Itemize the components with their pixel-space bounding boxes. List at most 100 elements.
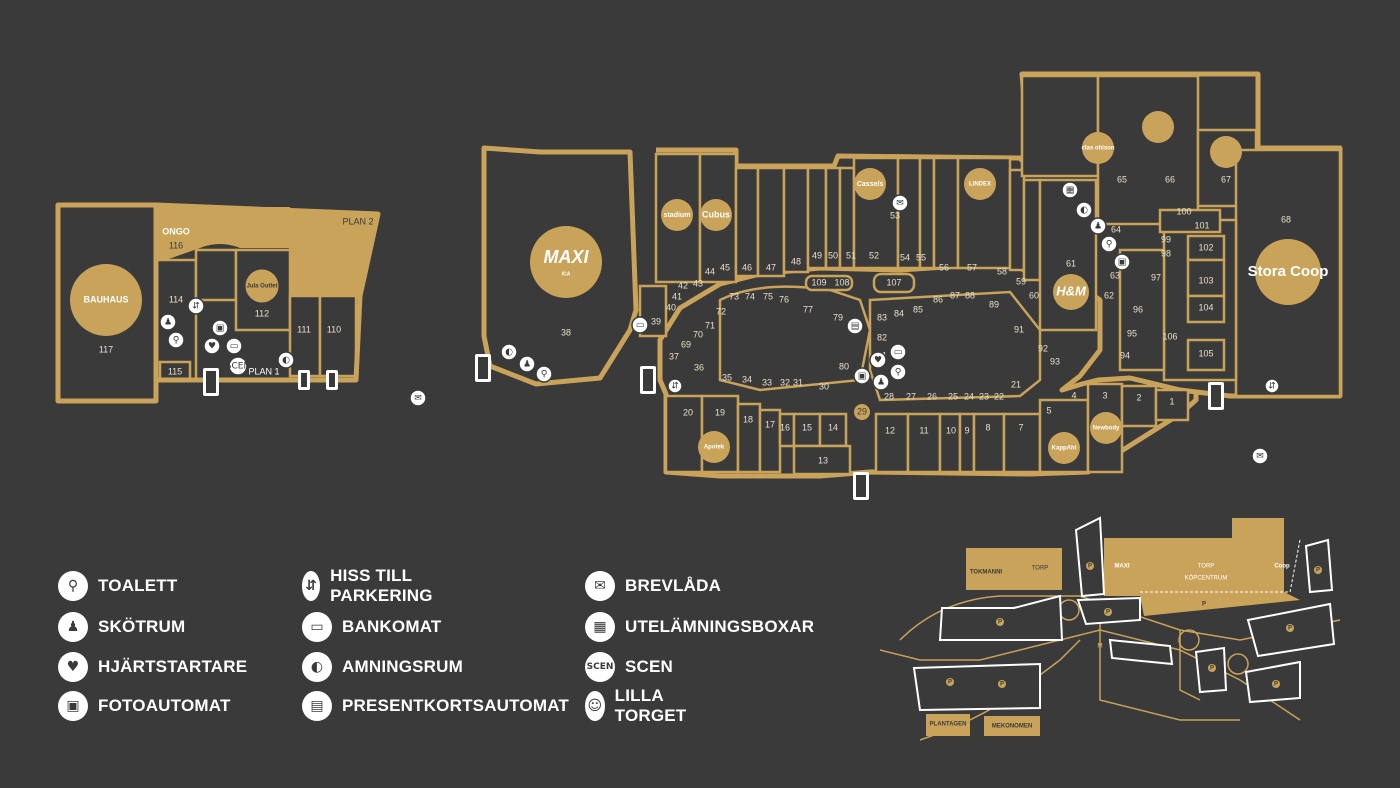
maxi-logo[interactable]: MAXI xyxy=(544,247,590,267)
nursing-room-icon[interactable]: ◐ xyxy=(500,343,518,361)
entrance-icon[interactable] xyxy=(640,366,656,394)
unit-107[interactable] xyxy=(872,272,916,294)
unit-label: 1 xyxy=(1169,396,1174,406)
unit-109-108[interactable] xyxy=(804,274,854,292)
unit-1[interactable] xyxy=(1154,388,1190,422)
unit-10[interactable] xyxy=(938,412,962,474)
unit-114b[interactable] xyxy=(194,248,238,302)
unit-13[interactable] xyxy=(792,444,852,476)
nursing-room-icon[interactable]: ◐ xyxy=(277,351,295,369)
atm-icon[interactable]: ▭ xyxy=(631,316,649,334)
maxi-sub-logo: ICA xyxy=(562,271,571,277)
unit-label: 23 xyxy=(979,391,989,401)
atm-icon[interactable]: ▭ xyxy=(889,343,907,361)
unit-label: 68 xyxy=(1281,214,1291,224)
changing-room-icon[interactable]: ♟ xyxy=(518,355,536,373)
apotek-logo[interactable]: Apotek xyxy=(704,445,725,451)
photo-booth-icon[interactable]: ▣ xyxy=(1113,253,1131,271)
unit-label: 33 xyxy=(762,377,772,387)
nursing-room-icon[interactable]: ◐ xyxy=(1075,201,1093,219)
unit-116-area[interactable] xyxy=(156,207,290,262)
cubus-logo[interactable]: Cubus xyxy=(702,209,730,219)
newbody-logo[interactable]: Newbody xyxy=(1093,426,1120,432)
unit-111[interactable] xyxy=(288,294,322,378)
unit-59[interactable] xyxy=(1022,178,1042,282)
unit-56[interactable] xyxy=(932,156,960,270)
mailbox-icon[interactable]: ✉ xyxy=(409,389,427,407)
entrance-icon[interactable] xyxy=(475,354,491,382)
unit-58[interactable] xyxy=(1008,168,1026,272)
clas-ohlson-logo[interactable]: clas ohlson xyxy=(1081,146,1114,152)
parking-elevator-icon[interactable]: ⇵ xyxy=(667,378,683,394)
atm-icon[interactable]: ▭ xyxy=(225,337,243,355)
parking-lot[interactable] xyxy=(1108,638,1174,666)
main-mall: MAXI ICA stadium Cubus Cassels LINDEX cl… xyxy=(475,71,1343,500)
stadium-logo[interactable]: stadium xyxy=(664,212,691,219)
unit-label: 12 xyxy=(885,425,895,435)
mailbox-icon[interactable]: ✉ xyxy=(1251,447,1269,465)
gift-card-machine-icon[interactable]: ▤ xyxy=(846,317,864,335)
changing-room-icon[interactable]: ♟ xyxy=(872,373,890,391)
tokmanni-label: TOKMANNI xyxy=(970,570,1003,576)
parking-lot[interactable] xyxy=(1304,538,1334,594)
parking-elevator-icon[interactable]: ⇵ xyxy=(1264,378,1280,394)
centre-island-east[interactable] xyxy=(868,290,1042,402)
parking-lot[interactable] xyxy=(912,662,1041,712)
entrance-icon[interactable] xyxy=(298,370,310,390)
entrance-icon[interactable] xyxy=(1208,382,1224,410)
svg-text:▣: ▣ xyxy=(216,324,225,334)
unit-7[interactable] xyxy=(1002,412,1042,474)
kappahl-logo[interactable]: KappAhl xyxy=(1052,446,1077,452)
unit-105[interactable] xyxy=(1186,338,1226,372)
svg-text:⇵: ⇵ xyxy=(192,302,200,312)
unit-101[interactable] xyxy=(1158,208,1222,234)
toilet-icon[interactable]: ⚲ xyxy=(535,365,553,383)
toilet-icon[interactable]: ⚲ xyxy=(1100,235,1118,253)
unit-104[interactable] xyxy=(1186,294,1226,324)
entrance-icon[interactable] xyxy=(203,368,219,396)
unit-12[interactable] xyxy=(874,412,910,474)
unit-label: 40 xyxy=(666,302,676,312)
jula-logo[interactable]: Jula Outlet xyxy=(246,284,277,290)
entrance-icon[interactable] xyxy=(326,370,338,390)
unit-label: 87 xyxy=(950,290,960,300)
defibrillator-icon[interactable]: ♥ xyxy=(203,337,221,355)
hm-logo[interactable]: H&M xyxy=(1056,283,1087,298)
changing-room-icon[interactable]: ♟ xyxy=(1089,217,1107,235)
parcel-locker-icon[interactable]: ▦ xyxy=(1061,181,1079,199)
toilet-icon[interactable]: ⚲ xyxy=(167,331,185,349)
cassels-logo[interactable]: Cassels xyxy=(857,181,884,188)
unit-110[interactable] xyxy=(318,294,358,378)
parking-elevator-icon[interactable]: ⇵ xyxy=(187,297,205,315)
unit-label: 96 xyxy=(1133,304,1143,314)
unit-103[interactable] xyxy=(1186,258,1226,298)
lindex-logo[interactable]: LINDEX xyxy=(969,182,991,188)
unit-20[interactable] xyxy=(664,394,704,474)
unit-clas-ohlson[interactable] xyxy=(1020,74,1100,178)
unit-label: 52 xyxy=(869,250,879,260)
stage-icon[interactable]: SCEN xyxy=(226,356,250,376)
toilet-icon[interactable]: ⚲ xyxy=(889,363,907,381)
mailbox-icon[interactable]: ✉ xyxy=(891,194,909,212)
unit-label: 28 xyxy=(884,391,894,401)
legend-label: LILLA TORGET xyxy=(614,686,687,725)
parking-lot[interactable] xyxy=(1074,516,1106,598)
unit-47[interactable] xyxy=(756,166,786,278)
parking-lot[interactable] xyxy=(938,594,1064,641)
toilet-icon: ⚲ xyxy=(58,571,88,601)
changing-room-icon[interactable]: ♟ xyxy=(159,313,177,331)
photo-booth-icon[interactable]: ▣ xyxy=(211,319,229,337)
unit-46[interactable] xyxy=(734,166,760,278)
coop-logo[interactable]: Stora Coop xyxy=(1248,263,1329,280)
torp-small-logo: TORP xyxy=(1032,566,1049,572)
unit-11[interactable] xyxy=(906,412,942,474)
bauhaus-logo[interactable]: BAUHAUS xyxy=(84,294,129,304)
defibrillator-icon[interactable]: ♥ xyxy=(869,351,887,369)
unit-2[interactable] xyxy=(1120,384,1158,428)
unit-label: 95 xyxy=(1127,328,1137,338)
unit-9[interactable] xyxy=(958,412,976,474)
photo-booth-icon[interactable]: ▣ xyxy=(853,367,871,385)
ongo-logo[interactable]: ONGO xyxy=(162,226,190,236)
unit-95-97[interactable] xyxy=(1118,248,1166,372)
entrance-icon[interactable] xyxy=(853,472,869,500)
